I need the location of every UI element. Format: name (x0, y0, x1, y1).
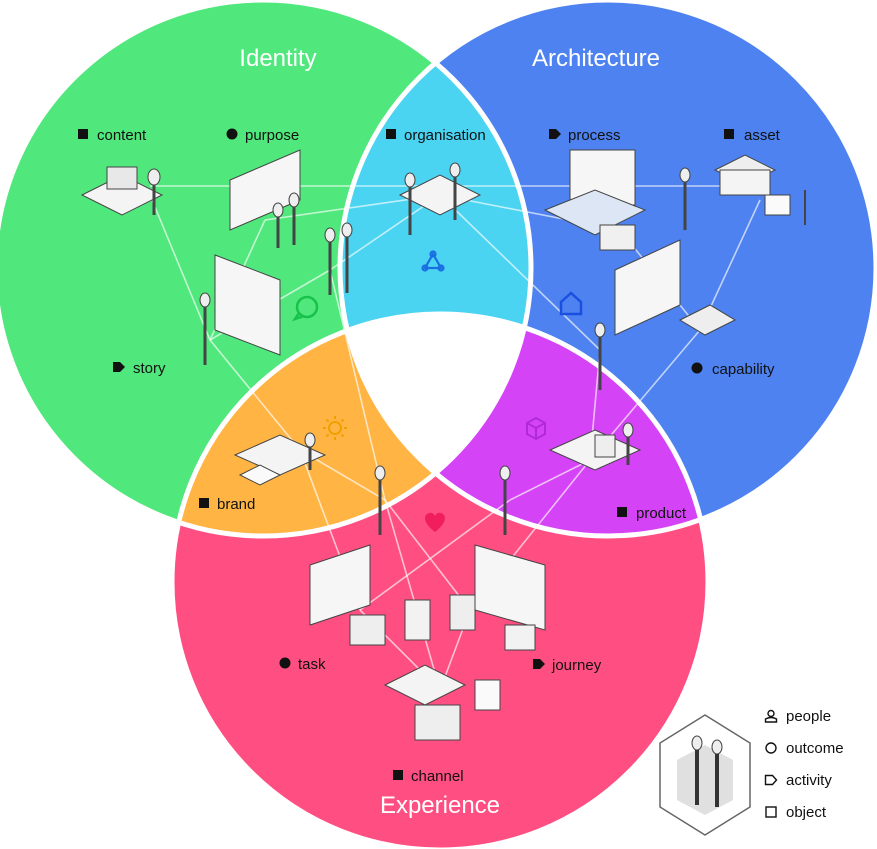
house-icon (559, 291, 583, 316)
legend-item-people: people (764, 700, 874, 732)
content-scene (80, 166, 164, 216)
story-scene (199, 254, 281, 365)
node-label-organisation: organisation (404, 127, 486, 144)
object-marker (724, 129, 734, 139)
channel-scene (383, 664, 501, 741)
legend-label: activity (786, 771, 832, 789)
node-label-journey: journey (551, 657, 602, 674)
process-scene (543, 149, 691, 251)
object-marker (78, 129, 88, 139)
node-label-process: process (568, 127, 621, 144)
object-marker (617, 507, 627, 517)
heart-icon (425, 512, 445, 532)
node-label-content: content (97, 127, 147, 144)
person-icon (764, 709, 778, 723)
legend-item-outcome: outcome (764, 732, 874, 764)
node-label-capability: capability (712, 361, 775, 378)
legend-item-activity: activity (764, 764, 874, 796)
activity-marker (549, 129, 561, 139)
architecture-title: Architecture (532, 45, 660, 72)
outcome-marker (279, 657, 291, 669)
product-scene (548, 422, 642, 471)
node-label-product: product (636, 505, 687, 522)
object-marker (393, 770, 403, 780)
people-hexagon-badge (659, 714, 751, 836)
journey-scene (449, 544, 546, 651)
brand-scene (233, 432, 327, 486)
object-marker (386, 129, 396, 139)
organisation-scene (398, 162, 482, 235)
asset-scene (713, 154, 806, 225)
node-label-asset: asset (744, 127, 781, 144)
capability-scene (594, 239, 737, 390)
activity-marker (533, 659, 545, 669)
node-label-brand: brand (217, 496, 255, 513)
node-label-task: task (298, 656, 326, 673)
purpose-scene (229, 149, 301, 248)
experience-title: Experience (380, 792, 500, 819)
sun-icon (323, 416, 347, 440)
activity-marker (113, 362, 125, 372)
handover-scene (374, 465, 511, 535)
node-label-channel: channel (411, 768, 464, 785)
node-label-story: story (133, 360, 166, 377)
connection-lines (149, 185, 761, 691)
legend-item-object: object (764, 796, 874, 828)
outcome-marker (226, 128, 238, 140)
legend-label: people (786, 707, 832, 725)
object-marker (199, 498, 209, 508)
people-pair-scene (324, 222, 353, 295)
square-icon (765, 806, 777, 818)
tri-node-icon (421, 250, 445, 272)
legend-label: object (786, 803, 827, 821)
outcome-marker (691, 362, 703, 374)
node-label-purpose: purpose (245, 127, 299, 144)
cube-icon (526, 416, 546, 441)
legend: people outcome activity object (764, 700, 874, 828)
chat-bubble-icon (291, 295, 319, 322)
node-markers (78, 128, 734, 780)
identity-title: Identity (239, 45, 316, 72)
task-scene (309, 544, 431, 646)
circle-icon (765, 742, 777, 754)
legend-label: outcome (786, 739, 844, 757)
tag-icon (764, 774, 778, 786)
